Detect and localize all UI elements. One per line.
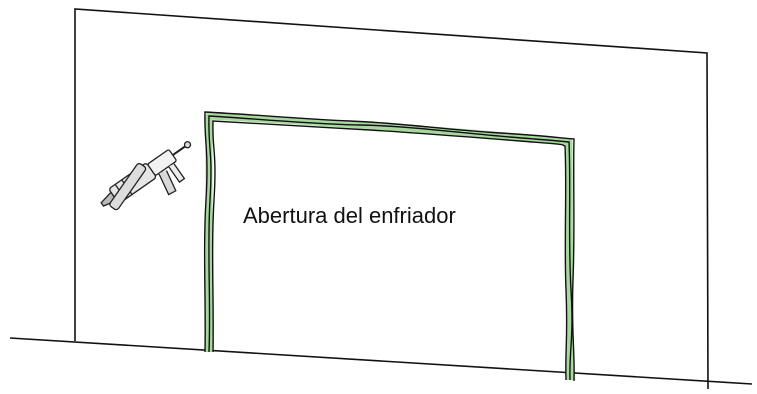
frame-inner-line (211, 120, 568, 381)
opening-label: Abertura del enfriador (243, 203, 456, 228)
cooler-opening-frame (203, 111, 575, 382)
frame-middle-line (208, 115, 573, 381)
floor-line (9, 337, 753, 385)
caulking-gun-icon (100, 141, 192, 211)
sealant-bead (205, 112, 574, 381)
frame-outer-line (203, 111, 575, 382)
wall-outline (74, 8, 709, 390)
